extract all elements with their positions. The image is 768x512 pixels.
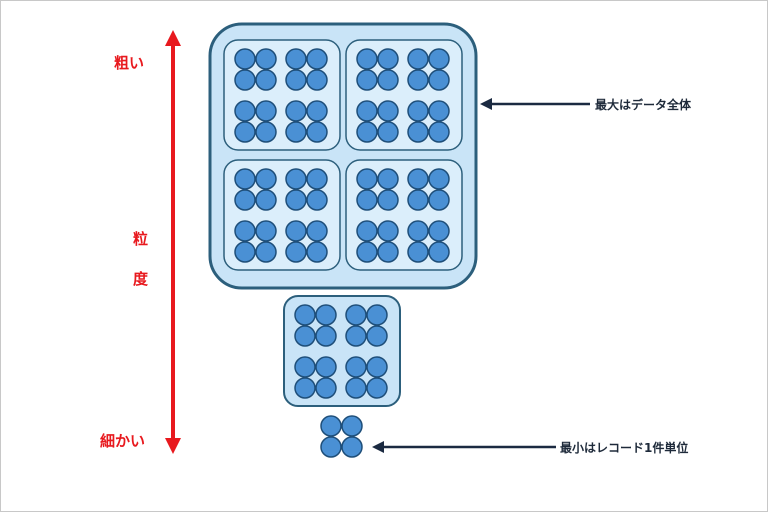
record-circle: [428, 168, 450, 190]
record-circle: [428, 241, 450, 263]
record-circle: [306, 69, 328, 91]
record-circle: [356, 241, 378, 263]
min-label: 最小はレコード1件単位: [560, 441, 689, 455]
record-circle: [377, 69, 399, 91]
record-circle: [255, 48, 277, 70]
record-circle: [255, 69, 277, 91]
record-circle: [356, 69, 378, 91]
record-circle: [234, 220, 256, 242]
record-circle: [234, 168, 256, 190]
record-circle: [285, 220, 307, 242]
record-circle: [255, 189, 277, 211]
record-circle: [285, 121, 307, 143]
record-circle: [377, 241, 399, 263]
record-circle: [366, 356, 388, 378]
record-circle: [320, 436, 342, 458]
record-circle: [345, 325, 367, 347]
record-circle: [345, 304, 367, 326]
record-circle: [315, 377, 337, 399]
record-circle: [315, 304, 337, 326]
record-circle: [407, 100, 429, 122]
record-circle: [294, 304, 316, 326]
record-circle: [341, 436, 363, 458]
record-circle: [428, 189, 450, 211]
record-circle: [320, 415, 342, 437]
record-circle: [356, 189, 378, 211]
record-circle: [407, 48, 429, 70]
record-circle: [377, 189, 399, 211]
record-circle: [294, 377, 316, 399]
coarse-label: 粗い: [114, 54, 145, 72]
record-circle: [377, 100, 399, 122]
record-circle: [255, 168, 277, 190]
record-circle: [407, 69, 429, 91]
granularity-label-2: 度: [133, 270, 149, 288]
record-circle: [407, 168, 429, 190]
record-circle: [407, 189, 429, 211]
record-circle: [306, 168, 328, 190]
record-circle: [407, 241, 429, 263]
max-label: 最大はデータ全体: [595, 98, 692, 112]
record-circle: [428, 121, 450, 143]
record-circle: [407, 220, 429, 242]
record-circle: [377, 220, 399, 242]
record-circle: [428, 48, 450, 70]
record-circle: [285, 69, 307, 91]
record-circle: [366, 304, 388, 326]
record-circle: [356, 100, 378, 122]
record-circle: [234, 241, 256, 263]
record-circle: [428, 220, 450, 242]
record-circle: [234, 69, 256, 91]
record-circle: [234, 189, 256, 211]
record-circle: [356, 220, 378, 242]
min-annotation-arrowhead: [372, 441, 384, 453]
record-circle: [356, 121, 378, 143]
record-circle: [366, 377, 388, 399]
record-circle: [428, 100, 450, 122]
granularity-label-1: 粒: [133, 230, 149, 248]
record-circle: [285, 168, 307, 190]
record-circle: [306, 100, 328, 122]
record-circle: [407, 121, 429, 143]
record-circle: [341, 415, 363, 437]
record-circle: [356, 168, 378, 190]
record-circle: [255, 241, 277, 263]
record-circle: [234, 48, 256, 70]
record-circle: [306, 121, 328, 143]
record-circle: [294, 325, 316, 347]
record-circle: [377, 48, 399, 70]
record-circle: [306, 189, 328, 211]
record-circle: [366, 325, 388, 347]
record-circle: [285, 241, 307, 263]
record-circle: [234, 121, 256, 143]
fine-label: 細かい: [100, 432, 146, 450]
record-circle: [306, 241, 328, 263]
record-circle: [345, 356, 367, 378]
max-annotation-arrowhead: [480, 98, 492, 110]
record-circle: [315, 325, 337, 347]
record-circle: [428, 69, 450, 91]
record-circle: [285, 100, 307, 122]
record-circle: [255, 121, 277, 143]
record-circle: [255, 100, 277, 122]
record-circle: [294, 356, 316, 378]
record-circle: [306, 48, 328, 70]
record-circle: [356, 48, 378, 70]
record-circle: [285, 189, 307, 211]
record-circle: [306, 220, 328, 242]
record-circle: [345, 377, 367, 399]
record-circle: [285, 48, 307, 70]
record-circle: [255, 220, 277, 242]
record-circle: [377, 121, 399, 143]
record-circle: [377, 168, 399, 190]
record-circle: [315, 356, 337, 378]
record-circle: [234, 100, 256, 122]
